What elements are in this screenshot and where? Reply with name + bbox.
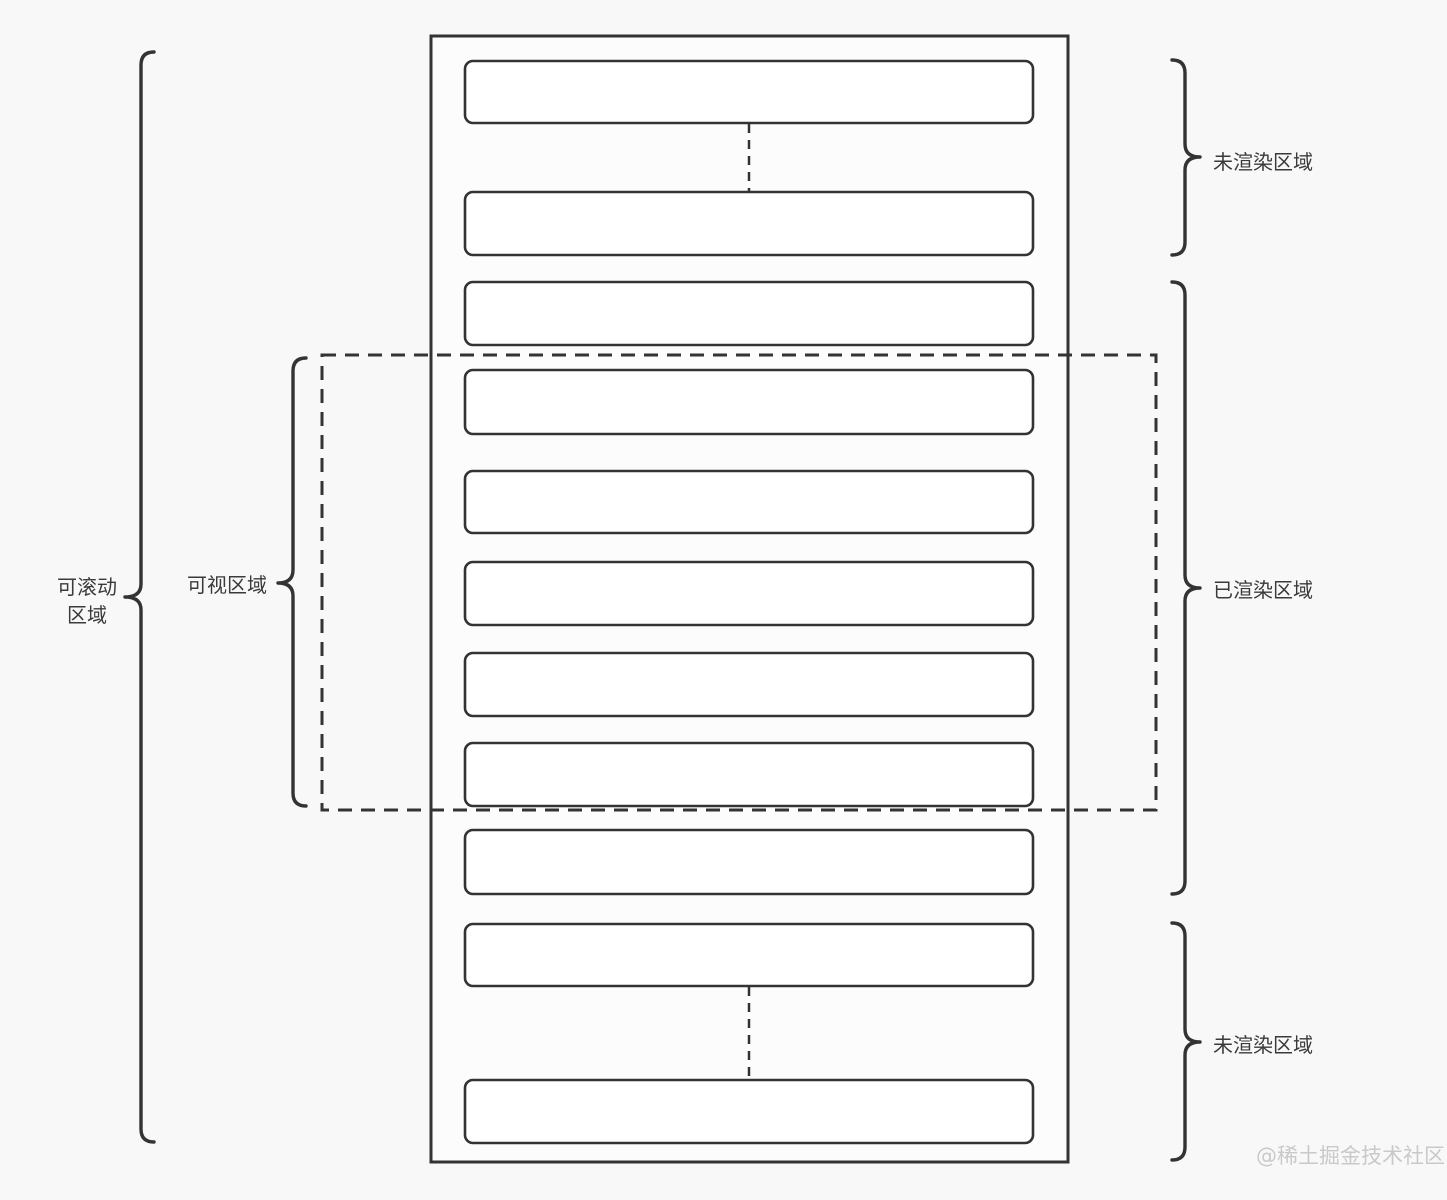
list-item-box-6 [463,560,1035,627]
rendered-area-label: 已渲染区域 [1213,578,1313,602]
rendered-area-brace [1170,280,1202,896]
list-item-box-2 [463,190,1035,257]
list-item-box-1 [463,59,1035,125]
list-item-box-11 [463,1078,1035,1145]
list-item-box-7 [463,651,1035,718]
viewport-outline [320,353,1158,812]
visible-area-brace [276,356,308,808]
watermark-text: @稀土掘金技术社区 [1256,1144,1445,1168]
list-item-box-5 [463,469,1035,535]
list-item-box-10 [463,922,1035,988]
scrollable-area-brace [123,50,156,1144]
unrendered-bottom-brace [1170,921,1202,1162]
list-item-box-4 [463,368,1035,436]
visible-area-label: 可视区域 [187,573,267,597]
unrendered-top-brace [1170,58,1202,257]
scrollable-area-label: 可滚动 区域 [32,573,142,629]
scrollable-area-label-line1: 可滚动 [57,575,117,599]
list-item-box-8 [463,741,1035,808]
unrendered-top-label: 未渲染区域 [1213,150,1313,174]
list-item-box-3 [463,280,1035,347]
unrendered-bottom-label: 未渲染区域 [1213,1033,1313,1057]
list-item-box-9 [463,828,1035,896]
scrollable-area-label-line2: 区域 [67,603,107,627]
